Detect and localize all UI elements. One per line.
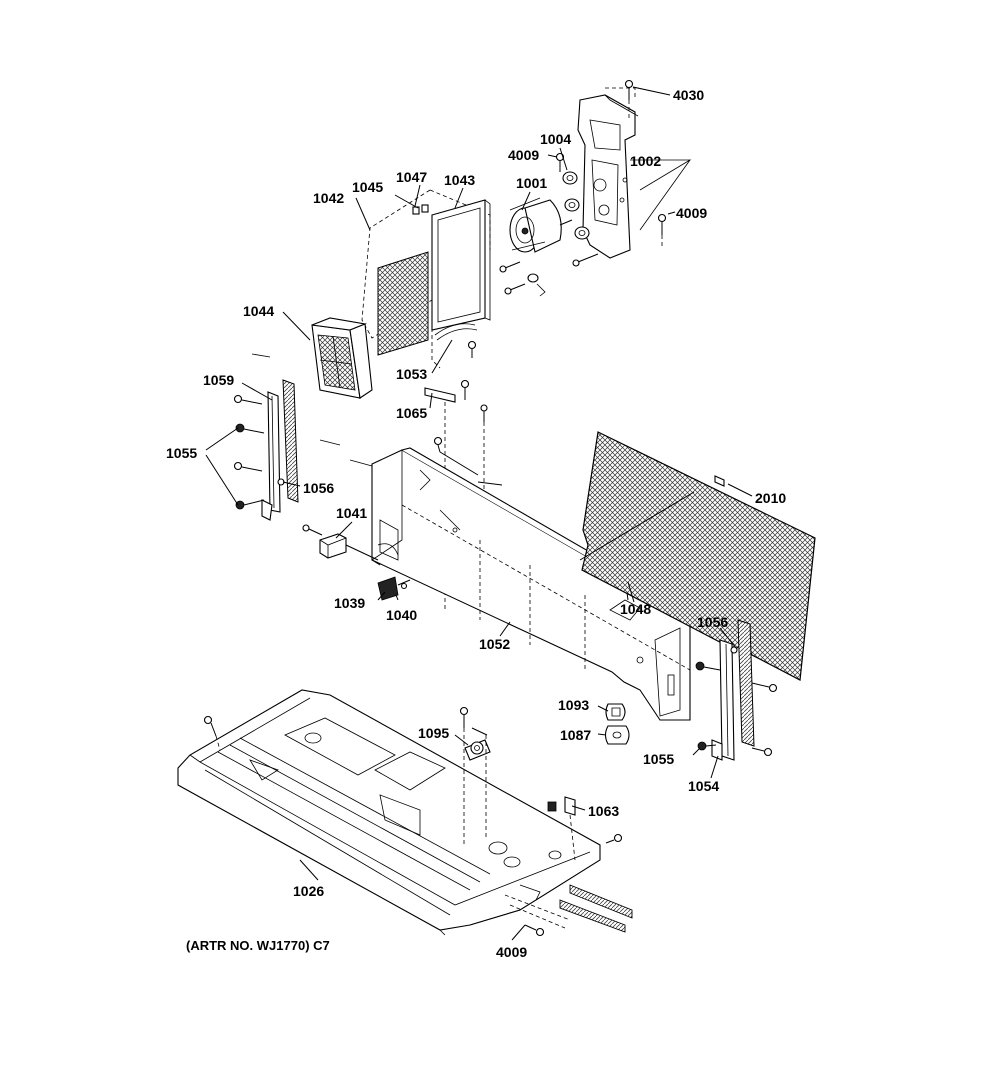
label-1054: 1054 bbox=[688, 778, 719, 794]
fan-motor-1001 bbox=[509, 197, 573, 253]
capacitor-1041 bbox=[302, 524, 379, 561]
screw-4009-top-right bbox=[657, 213, 667, 248]
side-seal-1056-left bbox=[282, 379, 299, 503]
label-1087: 1087 bbox=[560, 727, 591, 743]
label-1004: 1004 bbox=[540, 131, 571, 147]
label-1044: 1044 bbox=[243, 303, 274, 319]
bracket-1063 bbox=[547, 796, 576, 861]
label-1095: 1095 bbox=[418, 725, 449, 741]
label-1041: 1041 bbox=[336, 505, 367, 521]
label-1052: 1052 bbox=[479, 636, 510, 652]
side-rail-1054 bbox=[711, 639, 735, 761]
label-1040: 1040 bbox=[386, 607, 417, 623]
leader-lines bbox=[205, 86, 753, 941]
inlet-grille-1044 bbox=[311, 317, 373, 399]
side-rail-1059 bbox=[261, 391, 281, 521]
label-1055-right: 1055 bbox=[643, 751, 674, 767]
mount-1087 bbox=[604, 725, 630, 745]
label-1047: 1047 bbox=[396, 169, 427, 185]
motor-screws bbox=[499, 253, 599, 297]
grommets-1004 bbox=[562, 171, 590, 240]
base-screws bbox=[203, 706, 623, 937]
label-1039: 1039 bbox=[334, 595, 365, 611]
label-4009-upper: 4009 bbox=[508, 147, 539, 163]
label-1048: 1048 bbox=[620, 601, 651, 617]
label-1053: 1053 bbox=[396, 366, 427, 382]
label-4030: 4030 bbox=[673, 87, 704, 103]
motor-bracket-1002 bbox=[577, 94, 639, 259]
base-rails bbox=[504, 884, 633, 933]
base-pan-1026 bbox=[177, 689, 601, 936]
label-1093: 1093 bbox=[558, 697, 589, 713]
label-1056-left: 1056 bbox=[303, 480, 334, 496]
screws-1055-right bbox=[695, 646, 778, 757]
thermostat-1095 bbox=[464, 727, 491, 840]
label-1001: 1001 bbox=[516, 175, 547, 191]
label-1056-right: 1056 bbox=[697, 614, 728, 630]
filter-mesh-1042 bbox=[377, 251, 429, 356]
label-1043: 1043 bbox=[444, 172, 475, 188]
screws-1055-left bbox=[233, 394, 285, 510]
part-labels: 4030 1004 4009 1002 1001 4009 1047 1045 … bbox=[166, 87, 786, 960]
label-1045: 1045 bbox=[352, 179, 383, 195]
filter-frame-1043 bbox=[431, 199, 491, 331]
mount-1093 bbox=[605, 703, 626, 721]
label-4009-bottom: 4009 bbox=[496, 944, 527, 960]
artwork-caption: (ARTR NO. WJ1770) C7 bbox=[186, 938, 330, 953]
label-1055-left: 1055 bbox=[166, 445, 197, 461]
switch-1039-1040 bbox=[377, 576, 411, 601]
label-1065: 1065 bbox=[396, 405, 427, 421]
label-4009-right: 4009 bbox=[676, 205, 707, 221]
label-1063: 1063 bbox=[588, 803, 619, 819]
side-seal-1056-right bbox=[737, 619, 755, 747]
label-1042: 1042 bbox=[313, 190, 344, 206]
label-1026: 1026 bbox=[293, 883, 324, 899]
label-2010: 2010 bbox=[755, 490, 786, 506]
filter-hardware-1053 bbox=[431, 300, 478, 369]
screw-4030 bbox=[624, 79, 634, 118]
label-1002: 1002 bbox=[630, 153, 661, 169]
label-1059: 1059 bbox=[203, 372, 234, 388]
